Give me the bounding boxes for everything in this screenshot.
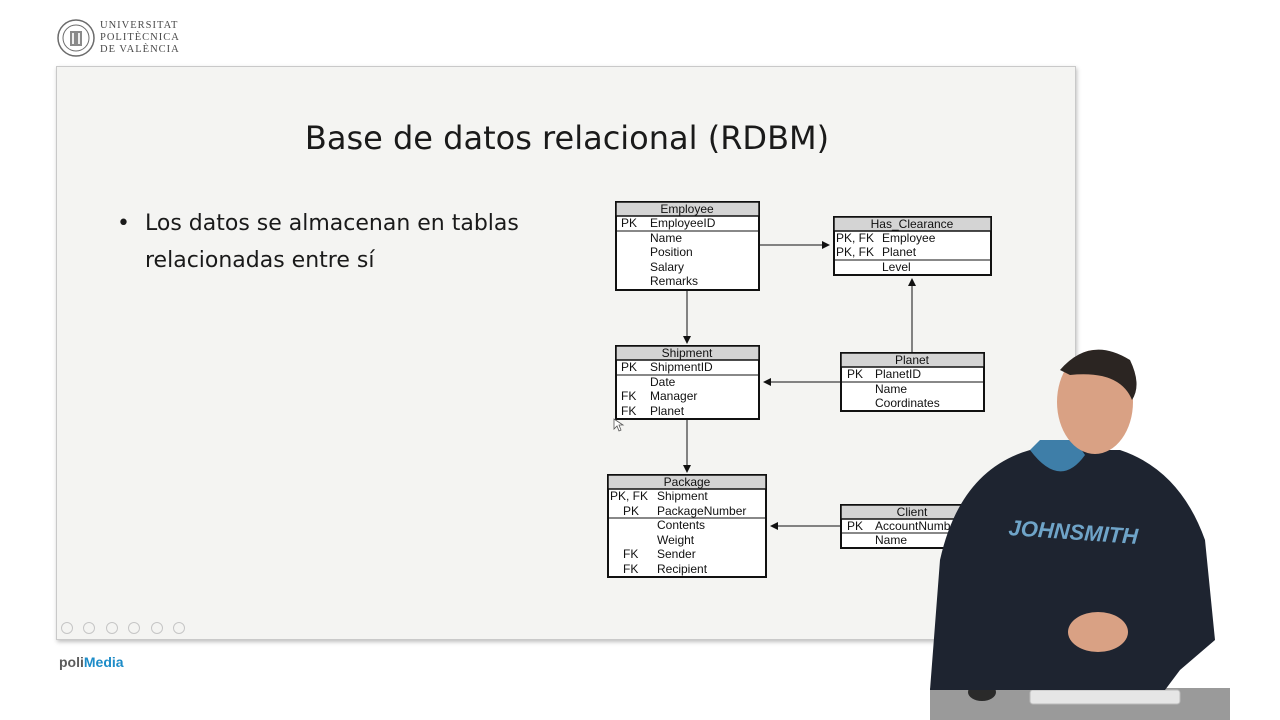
shipment-field: Planet (650, 404, 685, 418)
slide: Base de datos relacional (RDBM) • Los da… (56, 66, 1076, 640)
presenter-hand (1068, 612, 1128, 652)
mouse-cursor-icon (613, 418, 625, 432)
clearance-key-label: PK, FK (836, 231, 874, 245)
presenter-hair (1060, 349, 1137, 400)
client-pk-label: PK (847, 519, 863, 533)
employee-pk-field: EmployeeID (650, 216, 716, 230)
presenter-hoodie (930, 450, 1215, 690)
presenter-video: JOHNSMITH (930, 349, 1230, 720)
university-line-1: UNIVERSITAT (100, 20, 179, 31)
clearance-key-field: Planet (882, 245, 917, 259)
prev-slide-icon[interactable] (61, 622, 73, 634)
slides-grid-icon[interactable] (128, 622, 141, 634)
package-key-label: FK (623, 547, 638, 561)
table-package: Package PK, FK Shipment PK PackageNumber… (607, 474, 767, 578)
slide-title: Base de datos relacional (RDBM) (304, 119, 830, 157)
package-key-label: PK (623, 504, 639, 518)
bullet-item: • Los datos se almacenan en tablas relac… (117, 205, 557, 279)
employee-field: Remarks (650, 274, 698, 288)
planet-pk-label: PK (847, 367, 863, 381)
clearance-field: Level (882, 260, 911, 274)
package-field: Weight (657, 533, 695, 547)
pen-icon[interactable] (105, 622, 118, 634)
package-field: Contents (657, 518, 705, 532)
hoodie-collar (1030, 440, 1085, 472)
table-shipment: Shipment PK ShipmentID Date FK Manager F… (615, 345, 760, 420)
planet-field: Coordinates (875, 396, 940, 410)
employee-field: Name (650, 231, 682, 245)
bullet-line-2: relacionadas entre sí (145, 248, 375, 273)
next-slide-icon[interactable] (83, 622, 96, 634)
slide-nav-controls (61, 621, 191, 635)
client-pk-field: AccountNumber (875, 519, 961, 533)
shipment-field: Manager (650, 389, 697, 403)
shipment-pk-field: ShipmentID (650, 360, 713, 374)
package-key-label: FK (623, 562, 638, 576)
brand-prefix: poli (59, 654, 84, 670)
clearance-key-field: Employee (882, 231, 936, 245)
table-planet: Planet PK PlanetID Name Coordinates (840, 352, 985, 412)
clearance-key-label: PK, FK (836, 245, 874, 259)
table-client-title: Client (897, 505, 928, 519)
package-key-label: PK, FK (610, 489, 648, 503)
table-package-title: Package (664, 475, 711, 489)
university-line-3: DE VALÈNCIA (100, 44, 180, 55)
planet-field: Name (875, 382, 907, 396)
package-key-field: PackageNumber (657, 504, 746, 518)
university-seal-icon (57, 19, 95, 57)
client-field: Name (875, 533, 907, 547)
shipment-field: Date (650, 375, 676, 389)
table-planet-title: Planet (895, 353, 930, 367)
table-shipment-title: Shipment (662, 346, 713, 360)
package-field: Recipient (657, 562, 708, 576)
table-has-clearance-title: Has_Clearance (871, 217, 954, 231)
polimedia-logo: poliMedia (59, 654, 124, 670)
table-employee-title: Employee (660, 202, 714, 216)
table-employee: Employee PK EmployeeID Name Position Sal… (615, 201, 760, 291)
employee-pk-label: PK (621, 216, 637, 230)
shipment-key-label: FK (621, 404, 636, 418)
package-field: Sender (657, 547, 696, 561)
planet-pk-field: PlanetID (875, 367, 921, 381)
bullet-dot: • (117, 211, 130, 236)
brand-suffix: Media (83, 654, 124, 670)
bullet-line-1: Los datos se almacenan en tablas (145, 211, 519, 236)
employee-field: Salary (650, 260, 684, 274)
employee-field: Position (650, 245, 693, 259)
package-key-field: Shipment (657, 489, 708, 503)
zoom-icon[interactable] (150, 622, 163, 634)
er-diagram: Employee PK EmployeeID Name Position Sal… (607, 201, 992, 578)
keyboard-icon (1029, 689, 1181, 705)
more-options-icon[interactable] (173, 622, 186, 634)
table-has-clearance: Has_Clearance PK, FK Employee PK, FK Pla… (833, 216, 992, 276)
university-line-2: POLITÈCNICA (100, 32, 180, 43)
university-name: UNIVERSITAT POLITÈCNICA DE VALÈNCIA (100, 20, 180, 56)
shipment-key-label: FK (621, 389, 636, 403)
shipment-pk-label: PK (621, 360, 637, 374)
